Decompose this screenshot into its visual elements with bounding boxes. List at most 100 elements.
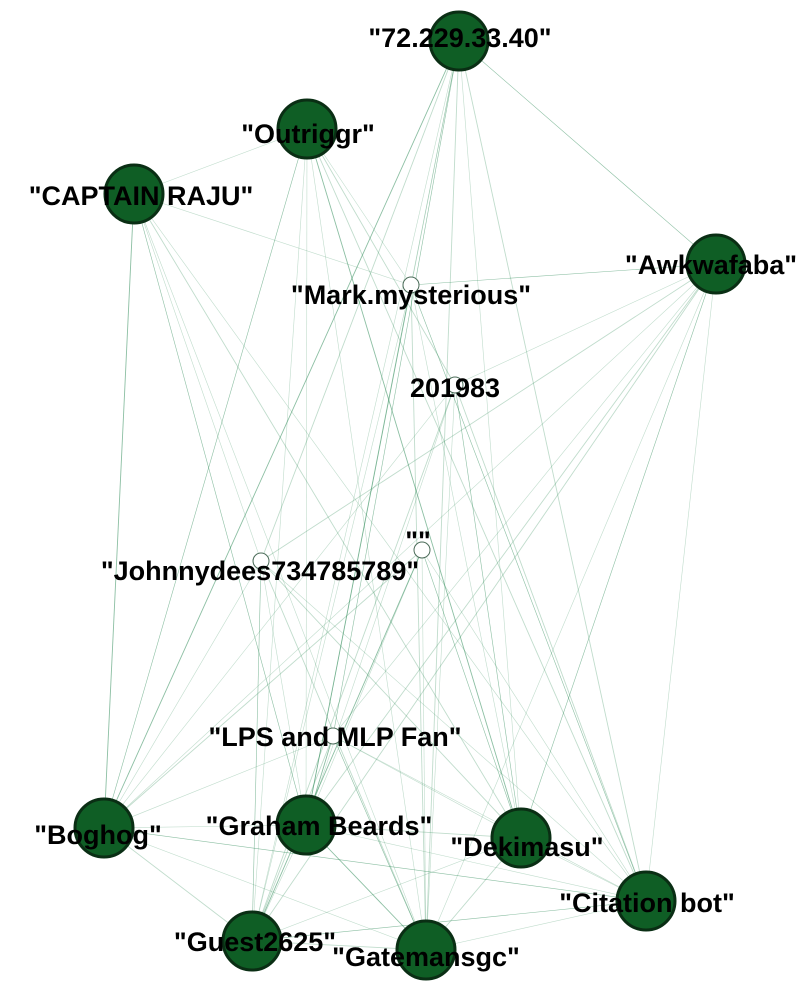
edge-n7-n11 xyxy=(260,560,522,839)
edge-n3-n12 xyxy=(645,263,717,902)
edge-n7-n9 xyxy=(103,560,262,829)
node-n4[interactable] xyxy=(402,276,420,294)
node-label-n9: "Boghog" xyxy=(34,820,162,850)
edge-n2-n12 xyxy=(133,193,647,902)
edge-n5-n12 xyxy=(454,384,647,902)
edge-n12-n14 xyxy=(425,900,647,951)
edge-n0-n12 xyxy=(458,40,647,902)
node-label-n14: "Gatemansgc" xyxy=(332,942,520,972)
edge-n5-n14 xyxy=(425,384,456,951)
node-label-n4: "Mark.mysterious" xyxy=(291,280,531,310)
edge-n12-n13 xyxy=(251,900,647,942)
edge-n3-n9 xyxy=(103,263,717,829)
edge-n4-n11 xyxy=(410,284,522,839)
node-label-n10: "Graham Beards" xyxy=(206,811,433,841)
edge-n6-n14 xyxy=(421,549,427,951)
edge-n3-n14 xyxy=(425,263,717,951)
node-n11[interactable] xyxy=(490,807,552,869)
edge-n1-n13 xyxy=(251,128,308,942)
edge-n3-n5 xyxy=(454,263,717,386)
edge-n4-n10 xyxy=(305,284,412,826)
node-n12[interactable] xyxy=(615,870,677,932)
edge-n1-n9 xyxy=(103,128,308,829)
edge-n10-n11 xyxy=(305,824,522,839)
edge-n8-n14 xyxy=(332,735,427,951)
edge-n3-n11 xyxy=(520,263,717,839)
edge-n3-n8 xyxy=(332,263,717,737)
node-n2[interactable] xyxy=(103,163,165,225)
edge-n1-n11 xyxy=(306,128,522,839)
edge-n6-n9 xyxy=(103,549,423,829)
node-label-n13: "Guest2625" xyxy=(174,927,336,957)
edge-n1-n5 xyxy=(306,128,456,386)
node-label-n1: "Outriggr" xyxy=(241,119,375,149)
node-label-n5: 201983 xyxy=(410,373,500,403)
node-n13[interactable] xyxy=(221,910,283,972)
node-label-n2: "CAPTAIN RAJU" xyxy=(29,181,254,211)
edge-n2-n4 xyxy=(133,193,412,286)
edge-layer xyxy=(103,40,717,951)
node-label-n0: "72.229.33.40" xyxy=(368,23,551,53)
node-n5[interactable] xyxy=(446,376,464,394)
edge-n6-n10 xyxy=(305,549,423,826)
edge-n2-n9 xyxy=(103,193,135,829)
node-label-n7: "Johnnydees734785789" xyxy=(101,556,419,586)
label-layer: "72.229.33.40" "Outriggr" "CAPTAIN RAJU" "A… xyxy=(29,23,797,972)
edge-n0-n7 xyxy=(260,40,460,562)
edge-n7-n10 xyxy=(260,560,307,826)
edge-n7-n12 xyxy=(260,560,647,902)
edge-n1-n14 xyxy=(306,128,427,951)
edge-n0-n11 xyxy=(458,40,522,839)
node-n0[interactable] xyxy=(428,10,490,72)
node-n14[interactable] xyxy=(395,919,457,981)
edge-n0-n9 xyxy=(103,40,460,829)
edge-n6-n11 xyxy=(421,549,522,839)
edge-n8-n12 xyxy=(332,735,647,902)
node-label-n8: "LPS and MLP Fan" xyxy=(208,722,461,752)
edge-n1-n12 xyxy=(306,128,647,902)
edge-n2-n7 xyxy=(133,193,262,562)
edge-n9-n10 xyxy=(103,824,307,829)
edge-n3-n7 xyxy=(260,263,717,562)
edge-n2-n10 xyxy=(133,193,307,826)
edge-n3-n4 xyxy=(410,263,717,286)
edge-n2-n14 xyxy=(133,193,427,951)
edge-n5-n11 xyxy=(454,384,522,839)
edge-n0-n3 xyxy=(458,40,717,265)
edge-n5-n10 xyxy=(305,384,456,826)
node-label-n12: "Citation bot" xyxy=(559,888,735,918)
node-n9[interactable] xyxy=(73,797,135,859)
edge-n4-n14 xyxy=(410,284,427,951)
node-n3[interactable] xyxy=(685,233,747,295)
node-n6[interactable] xyxy=(413,541,431,559)
node-label-n6: "" xyxy=(405,526,431,556)
node-label-n11: "Dekimasu" xyxy=(450,832,603,862)
edge-n0-n8 xyxy=(332,40,460,737)
edge-n0-n4 xyxy=(410,40,460,286)
edge-n8-n9 xyxy=(103,735,334,829)
node-n1[interactable] xyxy=(276,98,338,160)
node-n8[interactable] xyxy=(324,727,342,745)
edge-n0-n13 xyxy=(251,40,460,942)
edge-n2-n11 xyxy=(133,193,522,839)
edge-n3-n10 xyxy=(305,263,717,826)
edge-n9-n12 xyxy=(103,827,647,902)
node-label-n3: "Awkwafaba" xyxy=(625,250,797,280)
edge-n7-n14 xyxy=(260,560,427,951)
edge-n7-n13 xyxy=(251,560,262,942)
edge-n10-n12 xyxy=(305,824,647,902)
edge-n11-n13 xyxy=(251,837,522,942)
edge-n1-n2 xyxy=(133,128,308,195)
edge-n1-n10 xyxy=(305,128,308,826)
node-n7[interactable] xyxy=(252,552,270,570)
node-layer xyxy=(73,10,747,981)
edge-n1-n4 xyxy=(306,128,412,286)
edge-n5-n9 xyxy=(103,384,456,829)
edge-n9-n13 xyxy=(103,827,253,942)
edge-n5-n13 xyxy=(251,384,456,942)
edge-n0-n14 xyxy=(425,40,460,951)
edge-n8-n11 xyxy=(332,735,522,839)
edge-n6-n12 xyxy=(421,549,647,902)
node-n10[interactable] xyxy=(275,794,337,856)
